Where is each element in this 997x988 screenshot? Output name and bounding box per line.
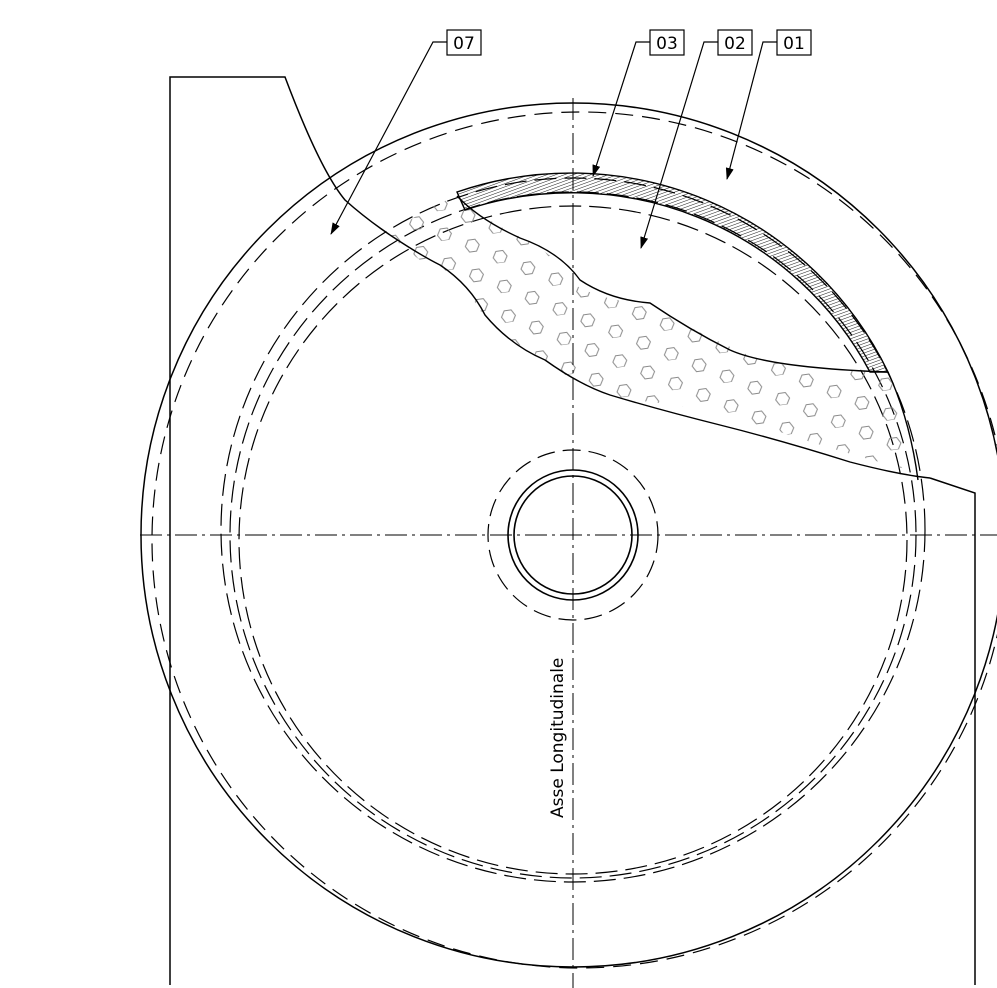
dashed-circle-outer-big (151, 111, 997, 969)
callout-03-box (649, 29, 685, 56)
callout-02-label: 02 (724, 34, 746, 54)
callout-07-leader (330, 41, 447, 235)
wave-line-upper (456, 195, 889, 373)
callout-03-leader (592, 41, 650, 177)
callout-07-label: 07 (453, 34, 475, 54)
callout-02: 02 (640, 29, 753, 249)
body-outline (169, 76, 391, 985)
callout-03-label: 03 (656, 34, 678, 54)
callout-01-label: 01 (783, 34, 805, 54)
callout-02-leader (640, 41, 718, 249)
right-edge-line (887, 371, 919, 481)
body-outline-right (929, 477, 976, 985)
callout-01-box (776, 29, 812, 56)
callout-01: 01 (725, 29, 812, 180)
callout-01-leader (725, 41, 777, 180)
hex-pattern-region (390, 196, 910, 470)
callout-02-box (717, 29, 753, 56)
callout-07-box (446, 29, 482, 56)
callout-03: 03 (592, 29, 685, 177)
wave-line-lower (389, 234, 931, 479)
callout-07: 07 (330, 29, 482, 235)
axis-label: Asse Longitudinale (548, 658, 568, 818)
